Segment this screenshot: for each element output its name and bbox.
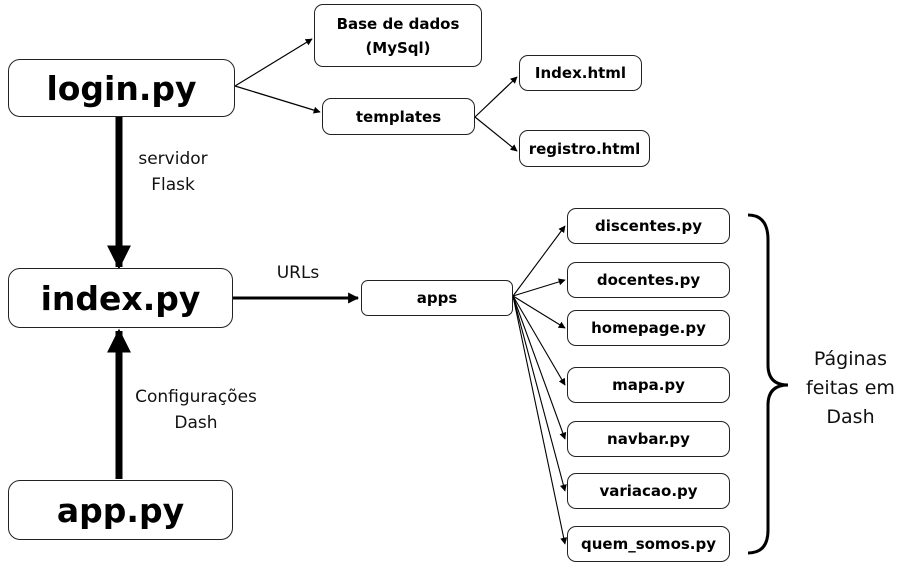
edge-apps-homepage xyxy=(512,295,566,329)
templates-node: templates xyxy=(322,98,475,135)
edge-login-base xyxy=(234,38,313,87)
edge-apps-quem-somos xyxy=(512,295,568,545)
navbar-node: navbar.py xyxy=(567,421,730,457)
discentes-node: discentes.py xyxy=(567,208,730,244)
app-py-label: app.py xyxy=(56,490,185,530)
paginas-dash-label: Páginas feitas em Dash xyxy=(806,348,895,428)
configuracoes-dash-label: Configurações Dash xyxy=(135,387,257,433)
edge-apps-discentes xyxy=(512,225,566,297)
edge-apps-mapa xyxy=(512,295,566,386)
servidor-flask-label: servidor Flask xyxy=(138,149,208,195)
edge-apps-navbar xyxy=(512,295,567,440)
navbar-label: navbar.py xyxy=(607,430,690,448)
apps-node: apps xyxy=(361,280,513,316)
mapa-label: mapa.py xyxy=(612,376,685,394)
mapa-node: mapa.py xyxy=(567,367,730,403)
homepage-label: homepage.py xyxy=(591,319,706,337)
docentes-label: docentes.py xyxy=(596,271,701,289)
edge-templates-registro-html xyxy=(474,116,518,152)
edge-templates-index-html xyxy=(474,76,518,118)
index-html-node: Index.html xyxy=(519,55,642,91)
edge-login-templates xyxy=(234,85,321,114)
base-de-dados-label: Base de dados (MySql) xyxy=(336,14,460,57)
login-py-label: login.py xyxy=(46,68,197,108)
variacao-label: variacao.py xyxy=(599,482,698,500)
app-py-node: app.py xyxy=(8,480,233,540)
registro-html-node: registro.html xyxy=(519,130,650,167)
docentes-node: docentes.py xyxy=(567,262,730,298)
edge-apps-docentes xyxy=(512,278,566,297)
index-py-label: index.py xyxy=(40,278,201,318)
edge-apps-variacao xyxy=(512,295,567,492)
quem-somos-label: quem_somos.py xyxy=(580,535,717,553)
urls-label: URLs xyxy=(276,263,320,283)
discentes-label: discentes.py xyxy=(594,217,703,235)
apps-label: apps xyxy=(416,289,458,307)
base-de-dados-node: Base de dados (MySql) xyxy=(314,4,482,67)
quem-somos-node: quem_somos.py xyxy=(567,526,730,562)
registro-html-label: registro.html xyxy=(528,139,641,158)
curly-brace xyxy=(747,213,789,555)
login-py-node: login.py xyxy=(8,59,235,117)
templates-label: templates xyxy=(355,107,442,126)
variacao-node: variacao.py xyxy=(567,473,730,509)
index-html-label: Index.html xyxy=(534,64,627,82)
homepage-node: homepage.py xyxy=(567,310,730,346)
index-py-node: index.py xyxy=(8,268,233,328)
